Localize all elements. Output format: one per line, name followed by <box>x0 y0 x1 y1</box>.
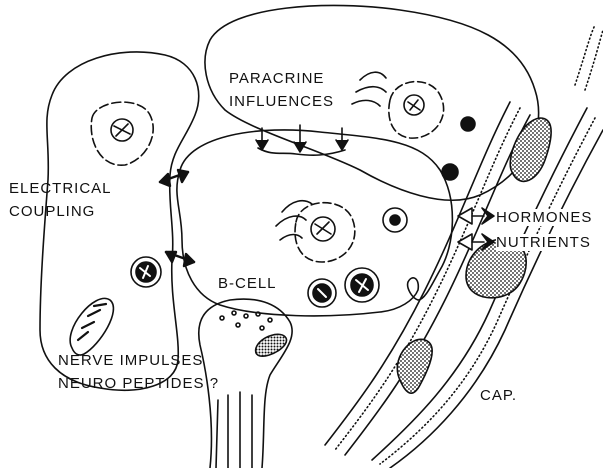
nutrients-label: NUTRIENTS <box>496 234 591 251</box>
nerve-label-line2: NEURO PEPTIDES ? <box>58 375 219 392</box>
nerve-mitochondrion <box>256 334 287 356</box>
left-cell-mitochondrion <box>70 298 113 355</box>
paracrine-cell-nucleus <box>352 72 444 138</box>
electrical-label-line2: COUPLING <box>9 203 95 220</box>
capillary-label: CAP. <box>480 387 517 404</box>
capillary-wall-far <box>575 25 603 90</box>
b-cell-granule-2 <box>308 279 336 307</box>
electrical-coupling-arrow-top <box>160 170 188 186</box>
left-cell-nucleus <box>91 102 153 165</box>
electrical-label-line1: ELECTRICAL <box>9 180 112 197</box>
b-cell-granule-3 <box>345 268 379 302</box>
b-cell-label: B-CELL <box>218 275 277 292</box>
red-blood-cell-3 <box>397 339 432 393</box>
axon-lines <box>216 392 252 468</box>
left-cell-granule <box>131 257 161 287</box>
b-cell-nucleus <box>276 201 355 262</box>
hormones-arrow <box>458 208 494 224</box>
hormones-label: HORMONES <box>496 209 592 226</box>
red-blood-cell-1 <box>510 118 551 181</box>
b-cell-granule-1 <box>383 208 407 232</box>
paracrine-label-line2: INFLUENCES <box>229 93 334 110</box>
paracrine-granule-1 <box>461 117 475 131</box>
paracrine-label-line1: PARACRINE <box>229 70 324 87</box>
electrical-coupling-arrow-bottom <box>166 252 194 266</box>
nerve-label-line1: NERVE IMPULSES <box>58 352 203 369</box>
